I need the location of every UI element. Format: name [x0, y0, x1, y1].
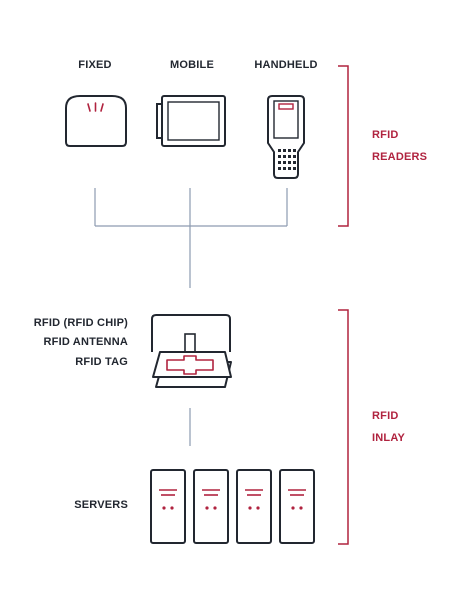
rfid-chip-label: RFID (RFID CHIP)	[33, 317, 128, 329]
server-icon	[193, 469, 229, 544]
rfid-inlay-group-label: RFID INLAY	[372, 405, 405, 449]
fixed-reader-icon	[65, 95, 127, 147]
connector-lines	[94, 188, 288, 446]
rfid-tag-label: RFID TAG	[75, 356, 128, 368]
inlay-bracket	[338, 309, 349, 545]
servers-label: SERVERS	[74, 499, 128, 511]
server-icon	[279, 469, 315, 544]
server-icon	[150, 469, 186, 544]
readers-bracket	[338, 65, 349, 227]
rfid-readers-line1: RFID	[372, 129, 399, 141]
handheld-label: HANDHELD	[254, 59, 318, 71]
rfid-readers-line2: READERS	[372, 151, 428, 163]
rfid-antenna-label: RFID ANTENNA	[43, 336, 128, 348]
fixed-label: FIXED	[78, 59, 112, 71]
handheld-reader-icon	[267, 95, 305, 179]
mobile-reader-icon	[156, 95, 226, 147]
rfid-readers-group-label: RFID READERS	[372, 124, 427, 168]
server-icon	[236, 469, 272, 544]
mobile-label: MOBILE	[170, 59, 214, 71]
rfid-inlay-line2: INLAY	[372, 432, 405, 444]
rfid-inlay-line1: RFID	[372, 410, 399, 422]
rfid-inlay-icon	[151, 314, 232, 388]
